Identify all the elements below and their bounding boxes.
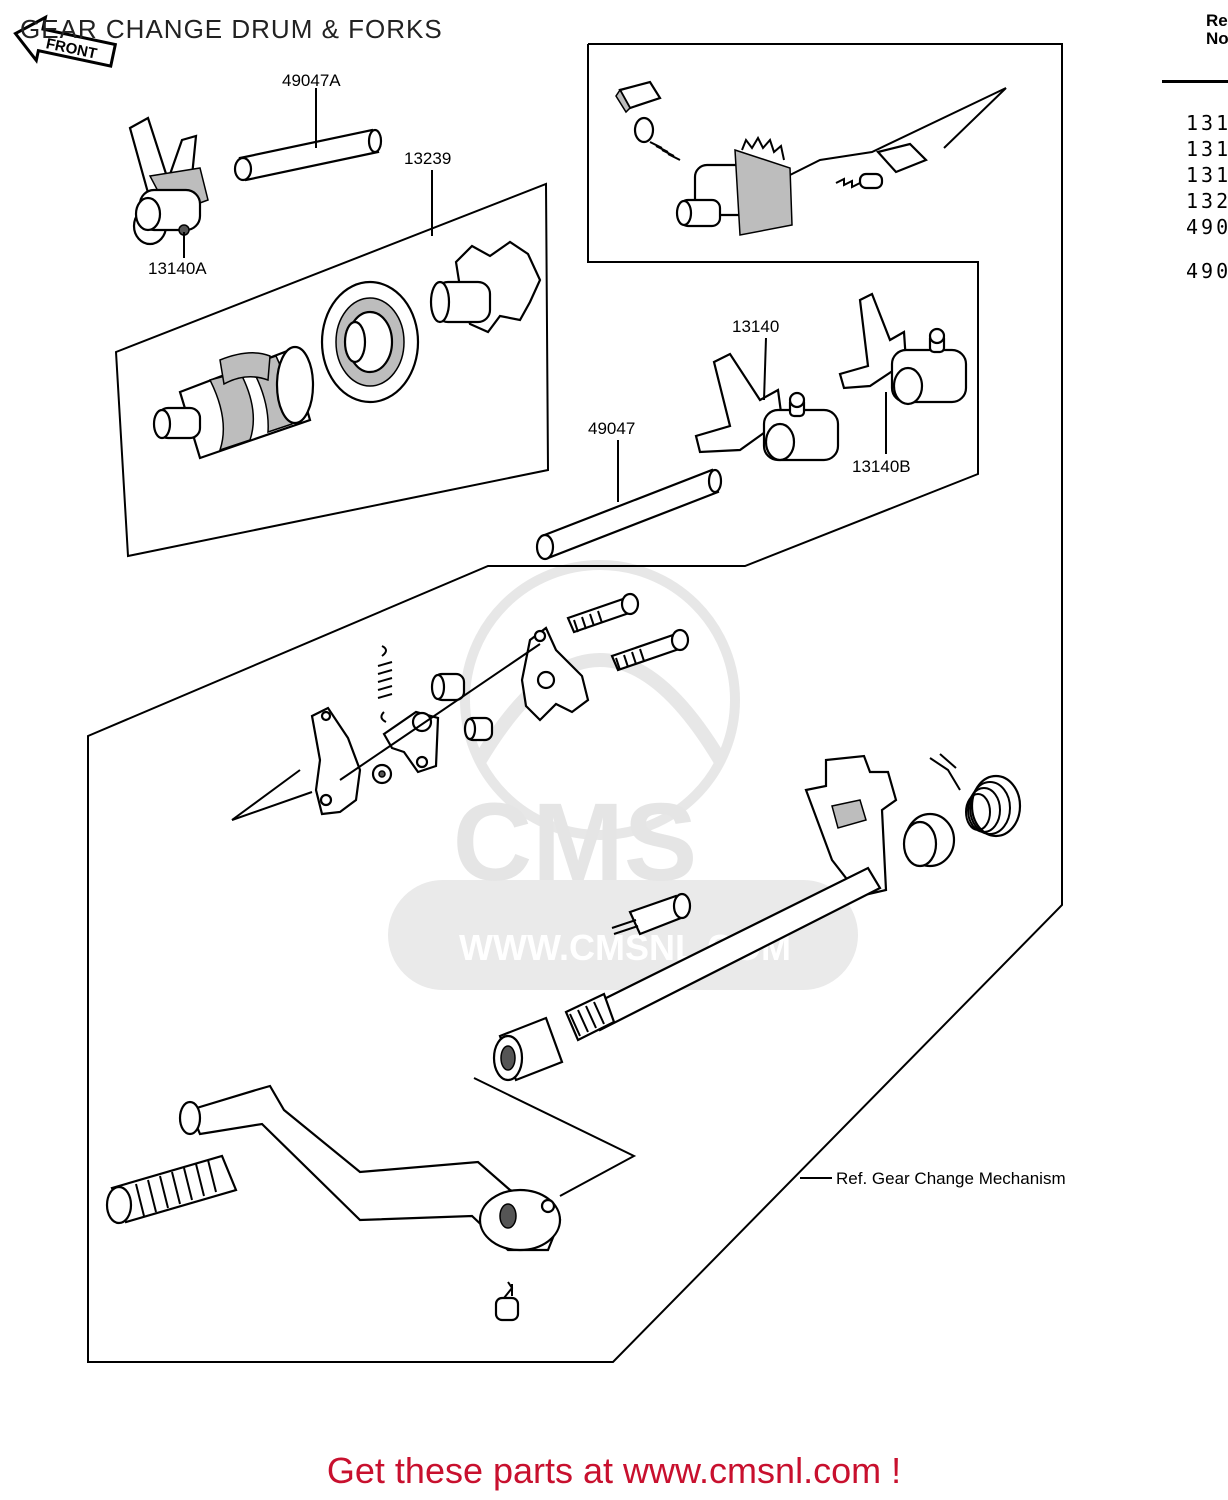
ref-number-item: 131 bbox=[1186, 111, 1228, 135]
ref-header-line2: No bbox=[1206, 29, 1228, 48]
shift-fork-b bbox=[838, 292, 968, 406]
ref-number-item: 132 bbox=[1186, 189, 1228, 213]
page-title: GEAR CHANGE DRUM & FORKS bbox=[20, 14, 443, 44]
drum-pin-plate bbox=[429, 240, 542, 334]
shift-shaft bbox=[564, 754, 898, 1042]
callout-ref-gear-change-mechanism: Ref. Gear Change Mechanism bbox=[836, 1169, 1066, 1188]
ref-number-item: 490 bbox=[1186, 259, 1228, 283]
ref-number-list: 131 131 131 132 490 490 bbox=[1186, 110, 1228, 284]
footer-promo-link[interactable]: Get these parts at www.cmsnl.com ! bbox=[326, 1450, 902, 1491]
ref-number-item: 131 bbox=[1186, 163, 1228, 187]
callout-49047: 49047 bbox=[588, 419, 635, 438]
shaft-collar bbox=[492, 1016, 564, 1082]
ref-number-item: 131 bbox=[1186, 137, 1228, 161]
ref-number-item: 490 bbox=[1186, 215, 1228, 239]
callout-13140A: 13140A bbox=[148, 259, 207, 278]
footer-promo: Get these parts at www.cmsnl.com ! bbox=[0, 1450, 1228, 1492]
shift-fork-mid bbox=[694, 352, 840, 462]
callout-13140B: 13140B bbox=[852, 457, 911, 476]
shift-rod-top bbox=[233, 128, 383, 182]
shift-rod-mid bbox=[535, 468, 723, 561]
pedal-rubber bbox=[105, 1154, 238, 1225]
ref-header-line1: Re bbox=[1206, 11, 1228, 30]
shift-drum bbox=[152, 345, 315, 460]
ref-column-rule bbox=[1162, 80, 1228, 83]
return-spring bbox=[929, 753, 1022, 838]
ratchet-linkage bbox=[231, 592, 690, 821]
callout-49047A: 49047A bbox=[282, 71, 341, 90]
detent-assembly bbox=[615, 80, 1007, 236]
oil-seal bbox=[902, 812, 956, 868]
pedal-bolt bbox=[494, 1281, 520, 1322]
drum-assembly-box bbox=[114, 182, 550, 558]
watermark-logo-text: CMS bbox=[453, 781, 697, 904]
ref-column-header: Re No bbox=[1206, 12, 1228, 48]
shift-fork-a bbox=[128, 116, 209, 246]
shaft-bolt bbox=[611, 892, 692, 936]
assembly-outline-main bbox=[87, 43, 1063, 1363]
leader-13140 bbox=[763, 337, 767, 401]
drum-bearing bbox=[320, 280, 420, 404]
callout-13140: 13140 bbox=[732, 317, 779, 336]
cmsnl-watermark: CMS WWW.CMSNL.COM bbox=[388, 560, 858, 990]
callout-13239: 13239 bbox=[404, 149, 451, 168]
pedal-leader bbox=[473, 1077, 637, 1197]
shift-pedal bbox=[178, 1084, 562, 1252]
